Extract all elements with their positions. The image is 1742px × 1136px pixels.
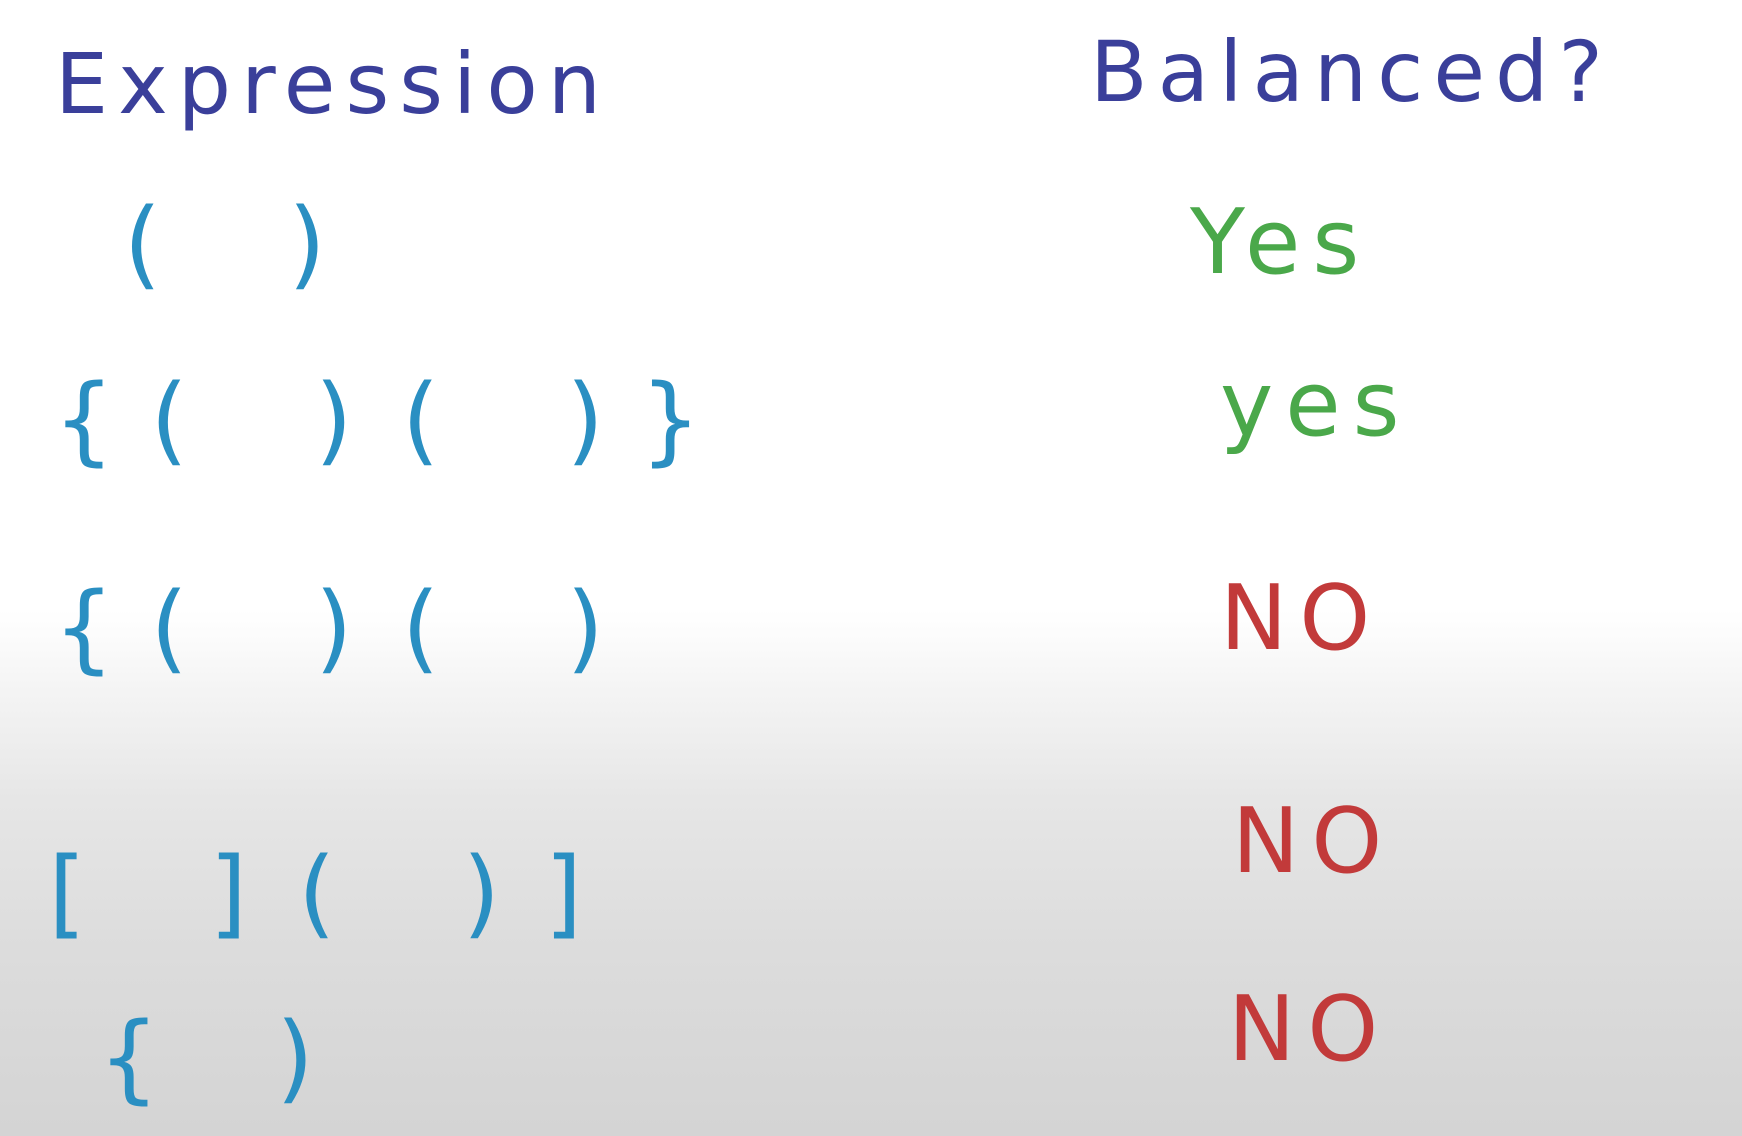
expression-row-4: [ ]( )] [35, 837, 622, 949]
answer-row-5: NO [1228, 977, 1391, 1082]
answer-row-4: NO [1232, 789, 1395, 894]
expression-row-5: { ) [100, 1002, 352, 1114]
answer-row-2: yes [1220, 352, 1412, 457]
expression-header: Expression [55, 35, 611, 133]
expression-row-2: {( )( )} [55, 364, 726, 476]
answer-row-1: Yes [1190, 190, 1372, 295]
expression-row-1: ( ) [112, 188, 364, 300]
answer-row-3: NO [1220, 566, 1383, 671]
expression-row-3: {( )( ) [55, 572, 642, 684]
balanced-header: Balanced? [1090, 23, 1613, 121]
